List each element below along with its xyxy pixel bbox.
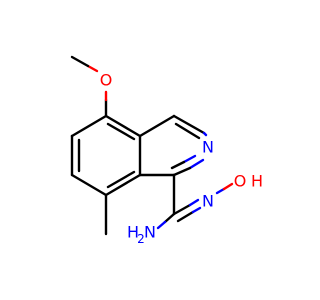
bond-n-o-red — [222, 182, 234, 191]
bond-c8-c8a-inner — [106, 170, 136, 189]
hydroxyl-oxygen-label: O — [234, 172, 247, 191]
ring-nitrogen-label: N — [202, 138, 214, 157]
hydroxyl-hydrogen-label: H — [251, 172, 263, 191]
bond-amidine-nh2-black — [163, 212, 176, 224]
bond-c8-c8a — [104, 173, 142, 197]
bond-c4a-c4 — [138, 114, 176, 138]
bond-n-o-blue — [215, 187, 226, 195]
methoxy-oxygen-label: O — [100, 71, 113, 90]
bond-c3-n2 — [202, 131, 208, 137]
bond-amidine-nh2-blue — [156, 220, 167, 230]
bond-n2-c1-black — [172, 166, 192, 177]
bond-c4-c3 — [172, 114, 206, 135]
amine-nitrogen-label: N — [144, 223, 156, 242]
molecule-structure: O N O H N N H 2 — [70, 55, 263, 246]
bond-c5-c6 — [70, 114, 108, 138]
bond-amidine-n-double-blue — [188, 198, 200, 207]
bond-n2-c1-inner-blue — [182, 154, 197, 164]
bond-c4a-c5-inner — [106, 122, 136, 141]
oxime-nitrogen-label: N — [202, 192, 214, 211]
amine-hydrogen-subscript: 2 — [137, 232, 145, 246]
bond-n2-c1 — [188, 158, 205, 170]
bond-methoxy-o-ch3 — [86, 64, 99, 73]
bond-c4-c3-inner — [174, 122, 201, 140]
bond-c7-c8 — [70, 173, 108, 197]
bond-n2-c1-inner-black — [170, 160, 186, 170]
bond-c4a-c5 — [104, 114, 142, 138]
amine-hydrogen-label: H — [127, 223, 139, 242]
bond-methoxy-ch3 — [70, 55, 90, 68]
bond-amidine-n-double-inner-blue — [191, 206, 202, 214]
bond-amidine-n-double-black — [172, 203, 192, 216]
bond-amidine-n-double-inner-black — [176, 210, 195, 223]
